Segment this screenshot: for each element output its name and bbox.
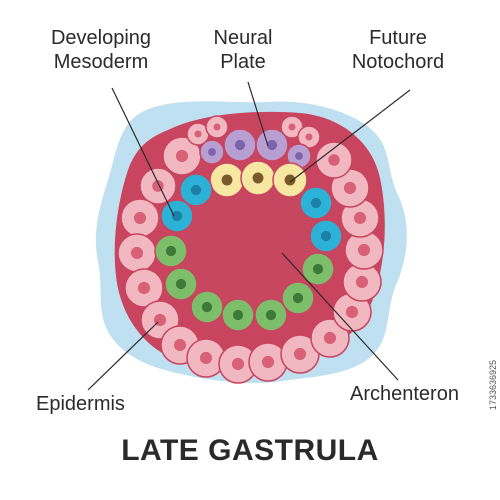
- neural-plate-cell: [223, 128, 257, 162]
- label-neural-plate: Neural Plate: [198, 26, 288, 74]
- neural-plate-cell: [199, 139, 225, 165]
- epidermis-cell: [124, 268, 164, 308]
- mesoderm-cell: [179, 173, 213, 207]
- epidermis-cell: [162, 136, 202, 176]
- stock-image-id: 1733636925: [488, 360, 498, 411]
- label-archenteron: Archenteron: [350, 383, 459, 405]
- endoderm-cell: [301, 252, 335, 286]
- endoderm-cell: [221, 298, 255, 332]
- epidermis-cell: [315, 141, 353, 179]
- endoderm-cell: [281, 281, 315, 315]
- label-future-notochord: Future Notochord: [328, 26, 468, 74]
- archenteron-cavity: [177, 187, 322, 309]
- label-neural-plate-line2: Plate: [220, 51, 266, 73]
- notochord-cell: [240, 160, 276, 196]
- epidermis-cell: [330, 168, 370, 208]
- label-developing-mesoderm: Developing Mesoderm: [40, 26, 162, 74]
- leader-line-archenteron: [281, 252, 399, 381]
- epidermis-cell: [139, 167, 177, 205]
- epidermis-cell: [117, 233, 157, 273]
- mesoderm-cell: [160, 199, 194, 233]
- epidermis-cell: [120, 198, 160, 238]
- endoderm-cell: [164, 267, 198, 301]
- epidermis-cell: [310, 318, 350, 358]
- endoderm-cell: [254, 298, 288, 332]
- leader-line-developing-mesoderm: [111, 87, 175, 217]
- label-future-notochord-line2: Notochord: [351, 51, 445, 73]
- label-epidermis: Epidermis: [36, 393, 125, 415]
- label-developing-mesoderm-line2: Mesoderm: [53, 51, 149, 73]
- mesoderm-cell: [299, 186, 333, 220]
- epidermis-cell: [297, 125, 321, 149]
- leader-line-neural-plate: [247, 81, 269, 147]
- label-neural-plate-line1: Neural: [213, 27, 273, 49]
- neural-plate-cell: [255, 128, 289, 162]
- notochord-cell: [272, 162, 308, 198]
- endoderm-cell: [190, 290, 224, 324]
- epidermis-cell: [186, 122, 210, 146]
- mesoderm-cell: [309, 219, 343, 253]
- epidermis-cell: [280, 115, 304, 139]
- epidermis-cell: [205, 115, 229, 139]
- leader-line-future-notochord: [289, 89, 411, 183]
- notochord-cell: [209, 162, 245, 198]
- leader-line-epidermis: [87, 321, 159, 391]
- endoderm-cell: [154, 234, 188, 268]
- diagram-title: LATE GASTRULA: [121, 434, 379, 467]
- epidermis-cell: [340, 198, 380, 238]
- label-future-notochord-line1: Future: [369, 27, 427, 49]
- label-developing-mesoderm-line1: Developing: [50, 27, 152, 49]
- epidermis-cell: [344, 230, 384, 270]
